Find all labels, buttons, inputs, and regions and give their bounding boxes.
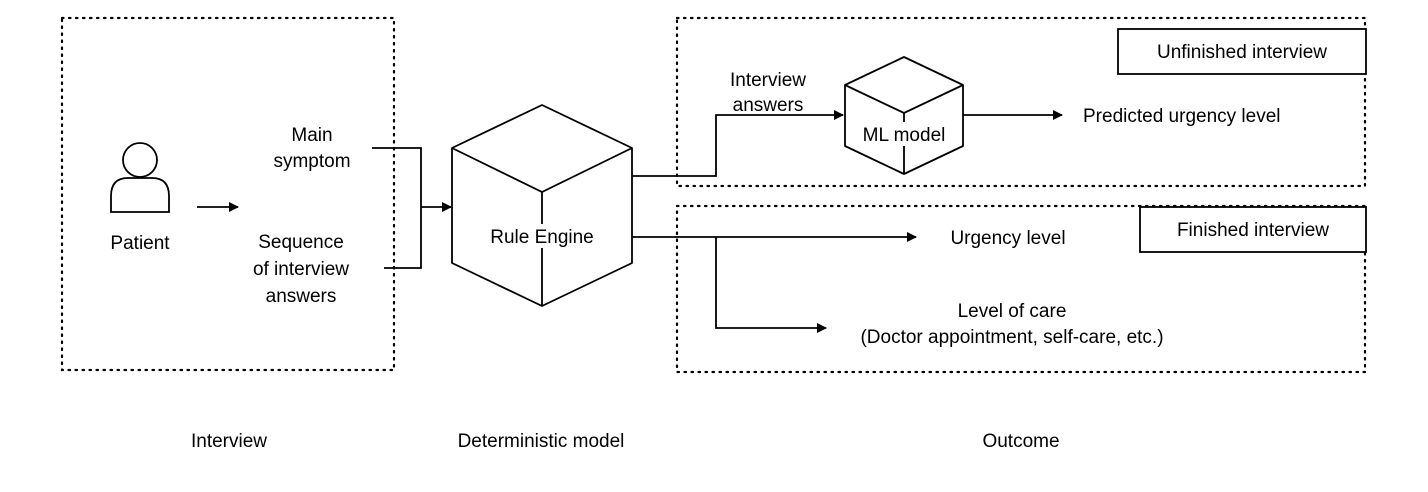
finished-interview-group xyxy=(675,204,1367,374)
sequence-line-3: answers xyxy=(266,286,337,307)
unfinished-interview-title: Unfinished interview xyxy=(1157,42,1327,63)
unfinished-interview-group xyxy=(675,16,1367,188)
level-of-care-line-1: Level of care xyxy=(958,301,1067,322)
finished-interview-box xyxy=(1139,206,1367,253)
outcome-caption: Outcome xyxy=(982,431,1059,452)
sequence-line-1: Sequence xyxy=(258,232,344,253)
engine-to-ml-arrow xyxy=(632,110,844,177)
engine-to-care-arrow xyxy=(715,237,827,333)
sequence-line-2: of interview xyxy=(253,259,349,280)
main-symptom-line-2: symptom xyxy=(273,151,350,172)
cube-icon xyxy=(844,56,964,175)
interview-group xyxy=(60,16,396,372)
urgency-level-label: Urgency level xyxy=(950,228,1065,249)
input-bracket xyxy=(372,147,422,269)
patient-label: Patient xyxy=(110,233,170,254)
predicted-urgency-label: Predicted urgency level xyxy=(1083,106,1281,127)
ml-model-label-bg xyxy=(855,122,953,146)
ml-model-label: ML model xyxy=(863,125,946,146)
interview-answers-line-1: Interview xyxy=(730,70,806,91)
finished-interview-title: Finished interview xyxy=(1177,220,1329,241)
rule-engine-label-bg xyxy=(488,224,596,248)
main-symptom-line-1: Main xyxy=(291,125,332,146)
cube-icon xyxy=(451,104,633,307)
deterministic-caption: Deterministic model xyxy=(458,431,625,452)
interview-caption: Interview xyxy=(191,431,267,452)
rule-engine-label: Rule Engine xyxy=(490,227,594,248)
person-icon xyxy=(110,142,170,213)
interview-answers-line-2: answers xyxy=(733,95,804,116)
unfinished-interview-box xyxy=(1117,28,1367,75)
level-of-care-line-2: (Doctor appointment, self-care, etc.) xyxy=(860,327,1163,348)
